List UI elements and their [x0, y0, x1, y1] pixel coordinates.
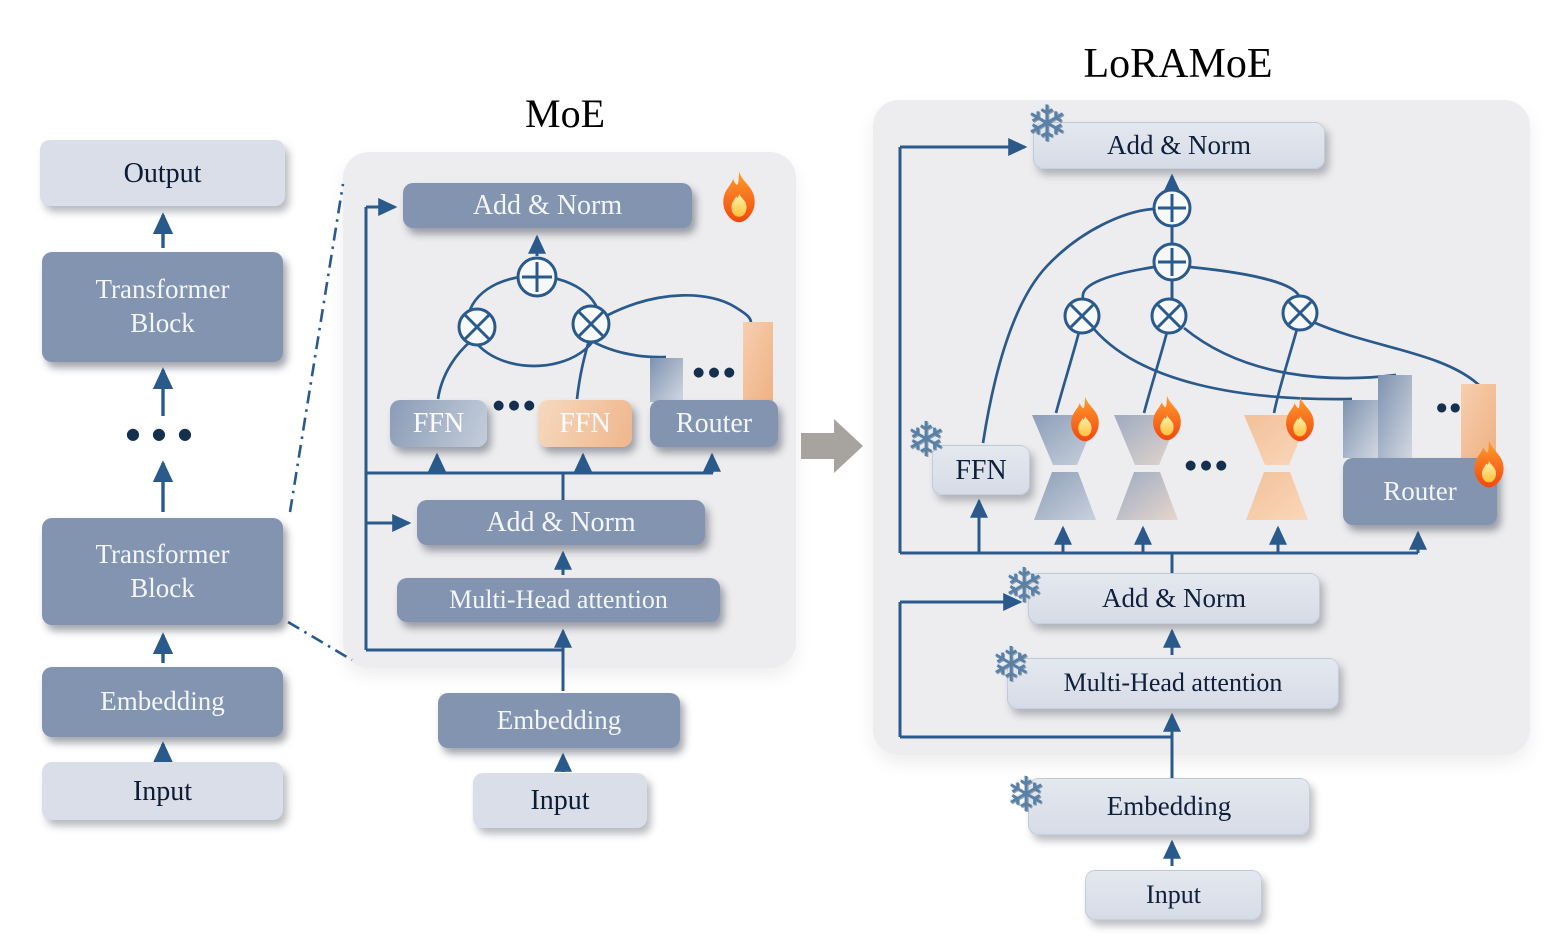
snowflake-icon: ❄ [1026, 95, 1068, 153]
moe-box-add-norm: Add & Norm [417, 500, 705, 545]
lora-box-add-norm-top: Add & Norm [1033, 122, 1325, 169]
moe-box-router: Router [650, 400, 778, 447]
lora-box-attention: Multi-Head attention [1007, 658, 1339, 709]
lora-box-input: Input [1085, 870, 1262, 920]
moe-router-bars [650, 322, 773, 402]
lora-sum-product-nodes [1063, 188, 1319, 335]
transform-arrow-icon [801, 419, 863, 473]
moe-wires [364, 198, 721, 772]
moe-title: MoE [525, 91, 605, 136]
moe-box-ffn-2: FFN [538, 400, 632, 447]
lora-router-ellipsis: ●● [1436, 400, 1464, 414]
moe-box-ffn-1: FFN [390, 400, 487, 447]
box-transformer-block-1: Transformer Block [42, 252, 283, 362]
moe-sum-product-nodes [457, 256, 611, 347]
lora-box-router: Router [1343, 458, 1497, 525]
snowflake-icon: ❄ [991, 637, 1032, 693]
ellipsis-dots: ●●● [126, 424, 204, 443]
lora-box-ffn: FFN [932, 445, 1030, 495]
lora-box-embedding: Embedding [1028, 778, 1310, 835]
snowflake-icon: ❄ [1004, 558, 1045, 614]
box-output: Output [40, 140, 285, 206]
box-input-left: Input [42, 762, 283, 820]
lora-expert-ellipsis: ●●● [1184, 458, 1232, 473]
moe-box-input: Input [473, 773, 647, 828]
moe-box-attention: Multi-Head attention [397, 578, 720, 622]
lora-router-bars [1343, 375, 1496, 458]
lora-wires [898, 138, 1427, 866]
lora-box-add-norm: Add & Norm [1028, 573, 1320, 624]
snowflake-icon: ❄ [906, 412, 947, 468]
loramoe-title: LoRAMoE [1083, 41, 1273, 87]
moe-ffn-ellipsis: ●●● [492, 398, 540, 413]
box-transformer-block-2: Transformer Block [42, 518, 283, 625]
moe-box-add-norm-top: Add & Norm [403, 183, 692, 228]
zoom-connector-lines [287, 183, 353, 662]
box-embedding-left: Embedding [42, 667, 283, 737]
snowflake-icon: ❄ [1006, 767, 1047, 823]
loramoe-panel [873, 100, 1530, 755]
moe-router-ellipsis: ●●● [692, 365, 740, 380]
moe-box-embedding: Embedding [438, 693, 680, 748]
lora-expert-shapes [1032, 415, 1310, 520]
